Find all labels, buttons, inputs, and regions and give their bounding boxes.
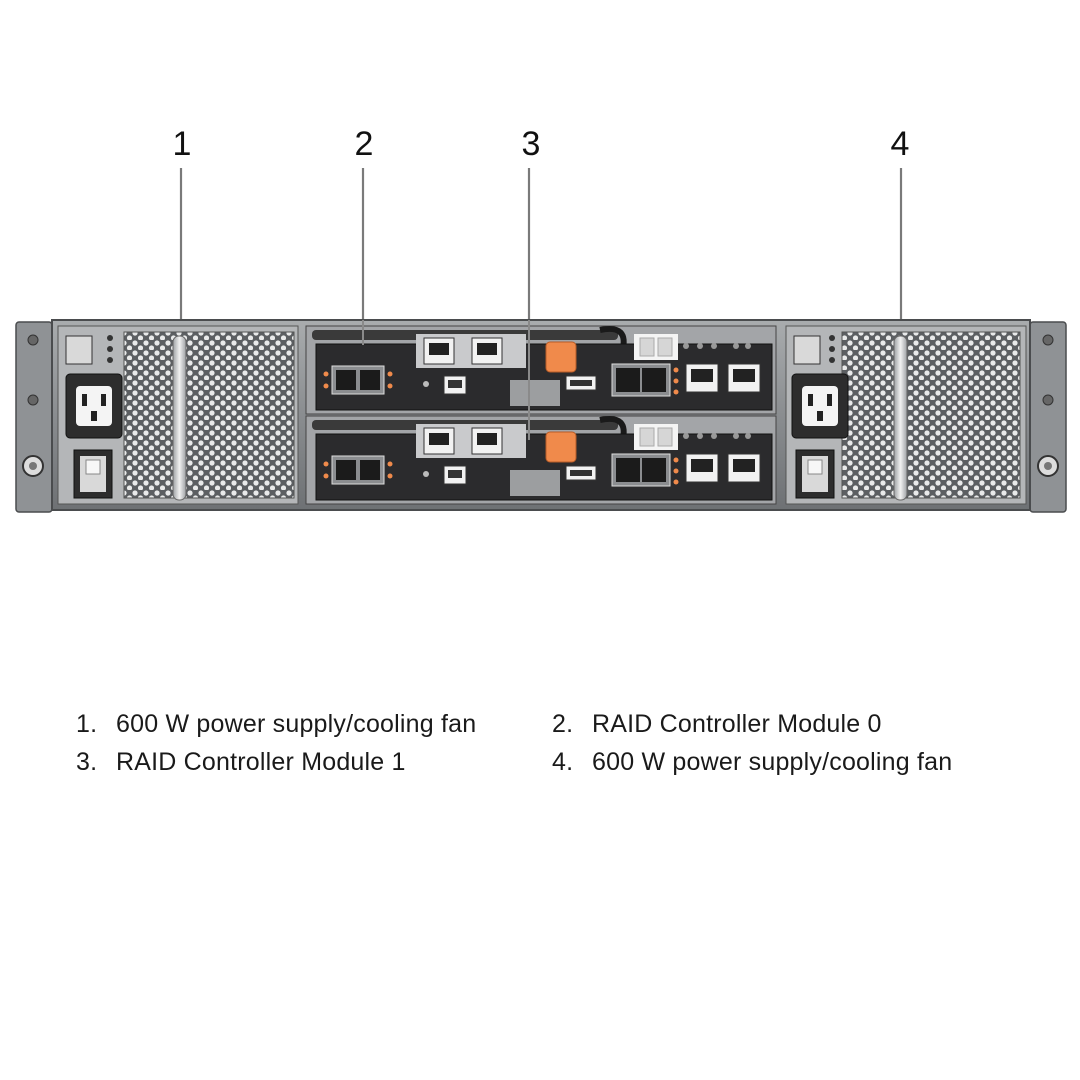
screw-icon <box>27 334 39 346</box>
callout-4: 4 <box>891 125 910 163</box>
serial-port-icon <box>443 375 467 395</box>
seven-segment-display-icon <box>634 334 678 360</box>
sas-port-icon <box>323 365 393 395</box>
serial-port-icon <box>443 465 467 485</box>
callout-2: 2 <box>355 125 374 163</box>
storage-array-rear-view: 1 2 3 4 <box>15 125 1067 513</box>
legend-text: 600 W power supply/cooling fan <box>116 710 477 738</box>
usb-port-icon <box>565 375 597 391</box>
rj45-port-icon <box>471 427 503 455</box>
power-inlet-icon <box>791 373 849 439</box>
screw-icon <box>1042 394 1054 406</box>
power-supply-2 <box>785 325 1027 505</box>
usb-port-icon <box>565 465 597 481</box>
rj45-port-icon <box>685 363 719 393</box>
power-switch-icon <box>73 449 113 499</box>
rj45-port-icon <box>727 363 761 393</box>
legend: 1. 600 W power supply/cooling fan 2. RAID … <box>0 700 1080 820</box>
legend-text: RAID Controller Module 1 <box>116 748 406 776</box>
release-latch-icon <box>545 341 577 373</box>
power-switch-icon <box>795 449 835 499</box>
legend-item-1: 1. 600 W power supply/cooling fan <box>76 710 476 739</box>
left-rack-ear <box>15 321 53 513</box>
power-inlet-icon <box>65 373 123 439</box>
rj45-port-icon <box>423 337 455 365</box>
legend-item-3: 3. RAID Controller Module 1 <box>76 748 406 777</box>
sas-port-icon <box>323 455 393 485</box>
raid-controller-module-1 <box>305 415 777 505</box>
release-latch-icon <box>545 431 577 463</box>
callout-1: 1 <box>173 125 192 163</box>
legend-text: 600 W power supply/cooling fan <box>592 748 953 776</box>
fan-grille-icon <box>123 331 295 499</box>
raid-controller-module-0 <box>305 325 777 415</box>
right-rack-ear <box>1029 321 1067 513</box>
legend-number: 3. <box>76 748 98 776</box>
screw-icon <box>27 394 39 406</box>
sas-port-icon <box>611 453 679 487</box>
legend-number: 4. <box>552 748 574 776</box>
psu-handle <box>893 335 908 501</box>
rj45-port-icon <box>727 453 761 483</box>
legend-text: RAID Controller Module 0 <box>592 710 882 738</box>
rj45-port-icon <box>685 453 719 483</box>
callout-3: 3 <box>522 125 541 163</box>
legend-item-2: 2. RAID Controller Module 0 <box>552 710 882 739</box>
seven-segment-display-icon <box>634 424 678 450</box>
rj45-port-icon <box>471 337 503 365</box>
power-supply-1 <box>57 325 299 505</box>
psu-handle <box>172 335 187 501</box>
screw-icon <box>1042 334 1054 346</box>
fan-grille-icon <box>841 331 1021 499</box>
legend-number: 2. <box>552 710 574 738</box>
legend-item-4: 4. 600 W power supply/cooling fan <box>552 748 952 777</box>
rj45-port-icon <box>423 427 455 455</box>
sas-port-icon <box>611 363 679 397</box>
legend-number: 1. <box>76 710 98 738</box>
